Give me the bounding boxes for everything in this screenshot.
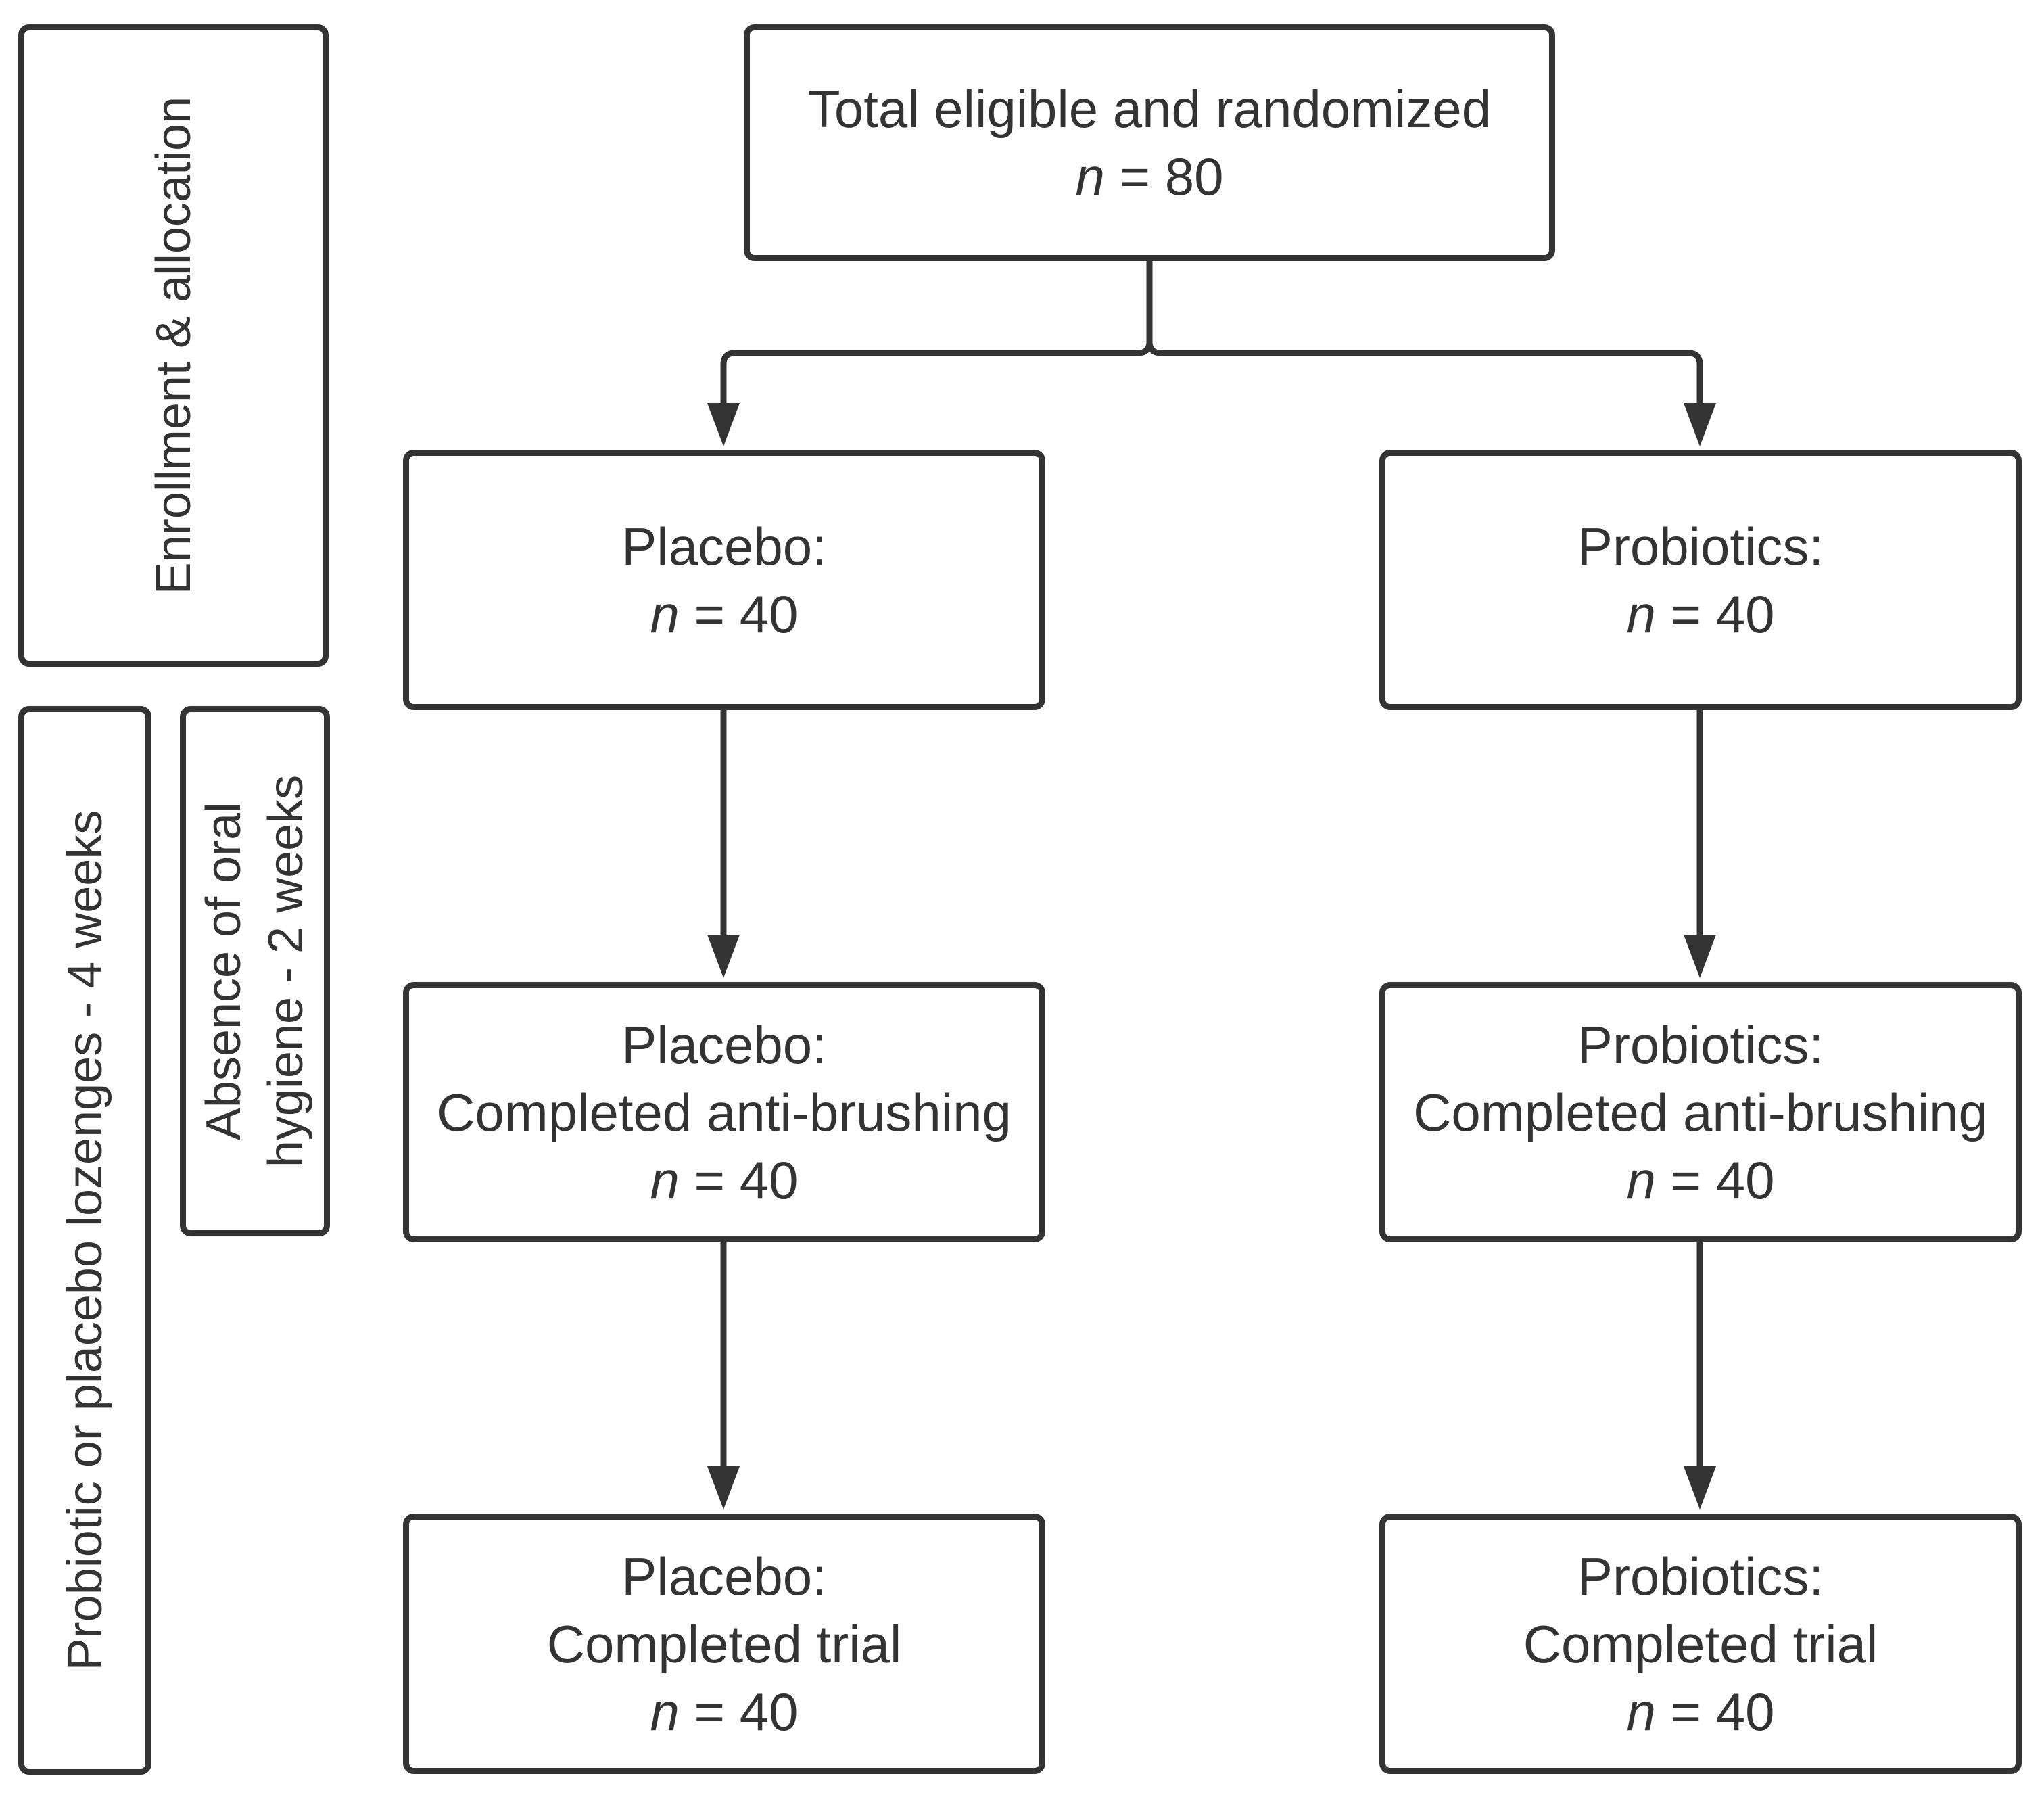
phase-lozenges-label: Probiotic or placebo lozenges - 4 weeks: [57, 810, 112, 1671]
probiotics-completed-status: Completed trial: [1523, 1614, 1878, 1674]
probiotics-anti-brushing-box: Probiotics: Completed anti-brushing n = …: [1379, 982, 2022, 1242]
arrowhead-probiotics-completed: [1684, 1466, 1716, 1510]
placebo-anti-brushing-box: Placebo: Completed anti-brushing n = 40: [403, 982, 1045, 1242]
placebo-anti-brushing-count: n = 40: [650, 1150, 799, 1210]
randomized-title: Total eligible and randomized: [807, 79, 1492, 139]
phase-oral-hygiene-label: Absence of oral hygiene - 2 weeks: [193, 775, 317, 1167]
placebo-allocated-box: Placebo: n = 40: [403, 450, 1045, 710]
phase-oral-hygiene-line1: Absence of oral: [197, 801, 251, 1141]
split-connector: [720, 257, 1153, 406]
arrowhead-placebo-anti-brushing: [707, 935, 740, 978]
phase-enrollment: Enrollment & allocation: [18, 24, 329, 667]
phase-lozenges: Probiotic or placebo lozenges - 4 weeks: [18, 706, 151, 1775]
arrowhead-probiotics-allocated: [1684, 403, 1716, 446]
phase-oral-hygiene: Absence of oral hygiene - 2 weeks: [180, 706, 330, 1236]
placebo-allocated-label: Placebo:: [621, 516, 827, 576]
arrowhead-placebo-allocated: [707, 403, 740, 446]
placebo-completed-status: Completed trial: [546, 1614, 902, 1674]
phase-oral-hygiene-line2: hygiene - 2 weeks: [259, 774, 313, 1168]
randomized-count: n = 80: [1075, 147, 1224, 206]
placebo-allocated-count: n = 40: [650, 584, 799, 644]
placebo-completed-box: Placebo: Completed trial n = 40: [403, 1514, 1045, 1774]
split-connector-right: [1146, 341, 1703, 406]
randomized-box: Total eligible and randomized n = 80: [744, 24, 1555, 261]
probiotics-anti-brushing-label: Probiotics:: [1577, 1014, 1824, 1075]
arrowhead-probiotics-anti-brushing: [1684, 935, 1716, 978]
placebo-anti-brushing-status: Completed anti-brushing: [437, 1082, 1012, 1142]
arrowhead-placebo-completed: [707, 1466, 740, 1510]
probiotics-completed-box: Probiotics: Completed trial n = 40: [1379, 1514, 2022, 1774]
probiotics-anti-brushing-count: n = 40: [1626, 1150, 1775, 1210]
placebo-completed-count: n = 40: [650, 1681, 799, 1741]
phase-enrollment-label: Enrollment & allocation: [146, 96, 201, 595]
placebo-anti-brushing-label: Placebo:: [621, 1014, 827, 1075]
probiotics-completed-count: n = 40: [1626, 1681, 1775, 1741]
probiotics-allocated-box: Probiotics: n = 40: [1379, 450, 2022, 710]
probiotics-allocated-label: Probiotics:: [1577, 516, 1824, 576]
probiotics-completed-label: Probiotics:: [1577, 1546, 1824, 1606]
placebo-completed-label: Placebo:: [621, 1546, 827, 1606]
probiotics-allocated-count: n = 40: [1626, 584, 1775, 644]
probiotics-anti-brushing-status: Completed anti-brushing: [1413, 1082, 1988, 1142]
